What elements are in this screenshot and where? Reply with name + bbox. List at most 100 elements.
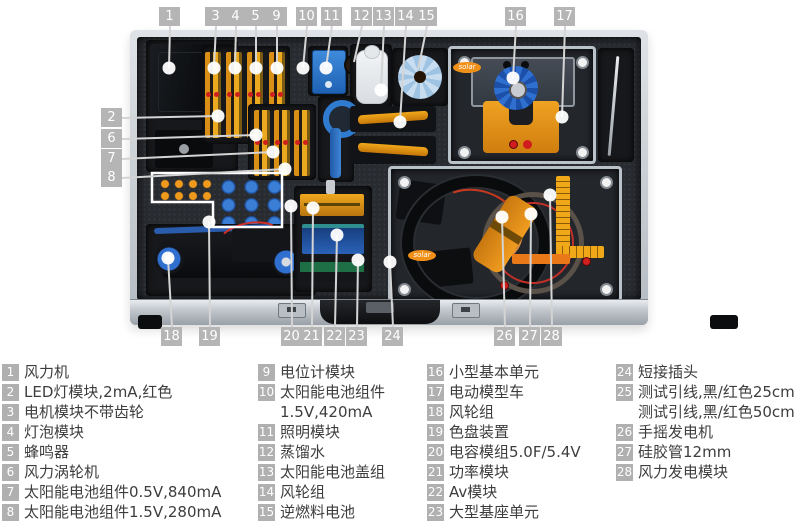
- legend-item-label: 照明模块: [280, 423, 341, 441]
- distilled-water-bottle: [356, 45, 388, 104]
- magnifier-handle: [330, 128, 341, 178]
- legend-number-badge: 23: [427, 504, 444, 521]
- legend-number-badge: 28: [616, 464, 633, 481]
- solar-cell-module: [274, 110, 290, 176]
- legend-number-badge: 18: [427, 404, 444, 421]
- av-module: [302, 224, 364, 254]
- callout-4: 4: [225, 7, 246, 26]
- legend-item-26: 26 手摇发电机: [616, 422, 795, 442]
- legend-item-label: 电位计模块: [280, 363, 356, 381]
- legend-item-4: 4 灯泡模块: [2, 422, 221, 442]
- legend-item-21: 21 功率模块: [427, 462, 581, 482]
- callout-16: 16: [505, 7, 526, 26]
- legend-item-8: 8 太阳能电池组件1.5V,280mA: [2, 502, 221, 522]
- callout-21: 21: [301, 327, 322, 346]
- legend-number-badge: 27: [616, 444, 633, 461]
- legend-number-badge: 7: [2, 484, 19, 501]
- callout-3: 3: [205, 7, 226, 26]
- rotor-blade: [358, 110, 428, 125]
- legend-item-label: 电机模块不带齿轮: [24, 403, 145, 421]
- screw: [576, 56, 589, 69]
- blue-fan-rotor: [494, 66, 538, 110]
- screw: [600, 176, 613, 189]
- power-module: [300, 194, 364, 216]
- case-latch: [278, 303, 306, 318]
- callout-12: 12: [351, 7, 372, 26]
- legend-item-label: 灯泡模块: [24, 423, 85, 441]
- shorting-plugs: [156, 176, 212, 202]
- legend-number-badge: 16: [427, 364, 444, 381]
- screw: [398, 176, 411, 189]
- legend-item-label: 功率模块: [449, 463, 510, 481]
- solar-logo: solar: [408, 250, 436, 261]
- callout-19: 19: [199, 327, 220, 346]
- legend-item-2: 2 LED灯模块,2mA,红色: [2, 382, 221, 402]
- legend-item-5: 5 蜂鸣器: [2, 442, 221, 462]
- callout-13: 13: [373, 7, 394, 26]
- callout-2: 2: [101, 108, 122, 127]
- solar-cell-module: [254, 110, 270, 176]
- legend-item-label: 大型基座单元: [449, 503, 540, 521]
- lighting-module: [312, 50, 346, 94]
- legend-item-label: 手摇发电机: [638, 423, 714, 441]
- legend-item-9: 9 电位计模块: [258, 362, 385, 382]
- callout-27: 27: [519, 327, 540, 346]
- solar-logo: solar: [453, 62, 481, 73]
- legend-item-label: 蒸馏水: [280, 443, 326, 461]
- legend-item-16: 16 小型基本单元: [427, 362, 581, 382]
- solar-cell-module: [294, 110, 310, 176]
- callout-7: 7: [101, 149, 122, 168]
- legend-number-badge: 24: [616, 364, 633, 381]
- rotor-blade: [358, 142, 428, 157]
- legend-number-badge: 22: [427, 484, 444, 501]
- callout-1: 1: [159, 7, 180, 26]
- pin: [326, 180, 335, 194]
- legend-number-badge: 25: [616, 384, 633, 401]
- legend-number-badge: 26: [616, 424, 633, 441]
- legend-number-badge: 4: [2, 424, 19, 441]
- legend-item-3: 3 电机模块不带齿轮: [2, 402, 221, 422]
- screw: [398, 283, 411, 296]
- callout-20: 20: [281, 327, 302, 346]
- legend-item-label: 太阳能电池组件1.5V,280mA: [24, 503, 222, 521]
- rotor-blade-slot: [350, 136, 436, 164]
- legend-number-badge: 3: [2, 404, 19, 421]
- legend-item-label: 太阳能电池盖组: [280, 463, 386, 481]
- legend-number-badge: 21: [427, 464, 444, 481]
- legend-number-badge: 5: [2, 444, 19, 461]
- rotor-blade-slot: [350, 106, 436, 132]
- callout-22: 22: [324, 327, 345, 346]
- solar-cell-module: [226, 52, 242, 138]
- legend-item-label: LED灯模块,2mA,红色: [24, 383, 173, 401]
- legend-item-23: 23 大型基座单元: [427, 502, 581, 522]
- callout-14: 14: [395, 7, 416, 26]
- callout-17: 17: [554, 7, 575, 26]
- legend-item-label: Av模块: [449, 483, 498, 501]
- legend-item-22: 22 Av模块: [427, 482, 581, 502]
- callout-23: 23: [346, 327, 367, 346]
- legend-number-badge: 2: [2, 384, 19, 401]
- legend-item-label: 小型基本单元: [449, 363, 540, 381]
- legend-number-badge: 9: [258, 364, 275, 381]
- legend-number-badge: 15: [258, 504, 275, 521]
- legend-number-badge: 8: [2, 504, 19, 521]
- legend-item-label: 蜂鸣器: [24, 443, 70, 461]
- callout-18: 18: [161, 327, 182, 346]
